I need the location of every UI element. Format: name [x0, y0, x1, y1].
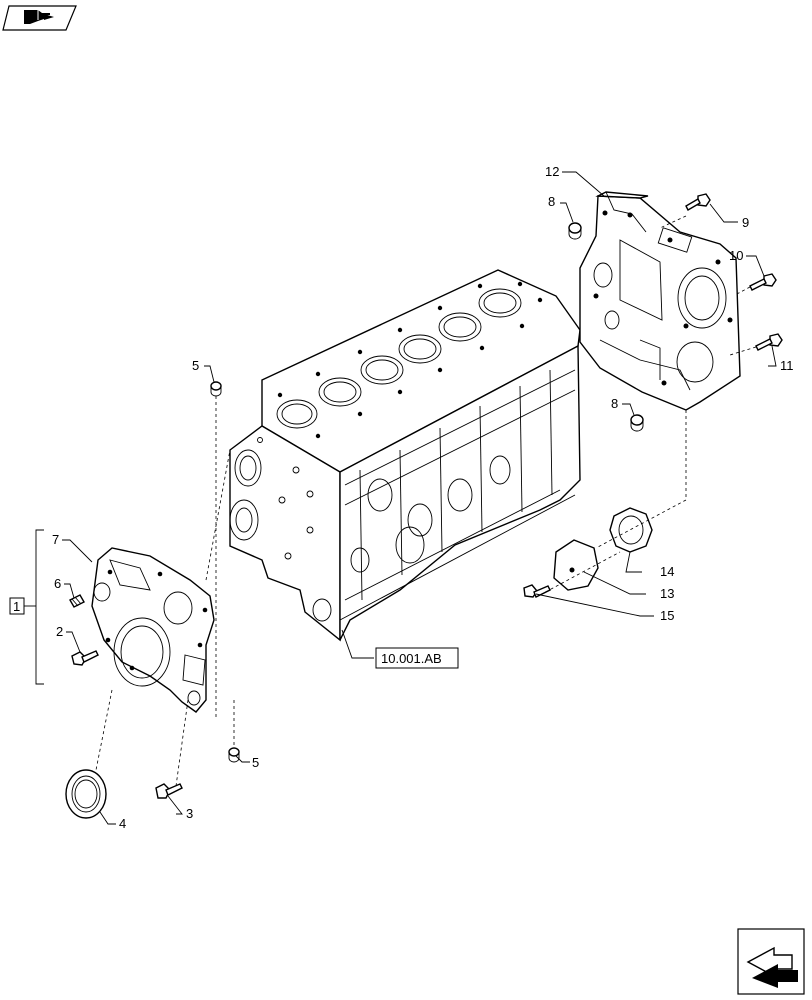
dowel-5-lower	[228, 747, 240, 763]
book-arrow-icon[interactable]	[0, 0, 80, 40]
bolt-2	[71, 650, 99, 666]
callout-2: 2	[56, 624, 63, 639]
bolt-3	[155, 783, 183, 799]
callout-5: 5	[192, 358, 199, 373]
front-seal	[65, 769, 107, 819]
callout-5: 5	[252, 755, 259, 770]
rear-gear-housing	[579, 191, 741, 411]
callout-11: 11	[780, 358, 794, 373]
callout-10: 10	[729, 248, 743, 263]
callout-13: 13	[660, 586, 674, 601]
leader-lines	[35, 171, 777, 825]
bolt-15	[523, 584, 551, 598]
callout-8: 8	[611, 396, 618, 411]
plug-8-upper	[568, 222, 582, 240]
callout-4: 4	[119, 816, 126, 831]
callout-7: 7	[52, 532, 59, 547]
alignment-lines	[95, 215, 757, 787]
bolt-11	[755, 333, 783, 351]
callout-15: 15	[660, 608, 674, 623]
callout-12: 12	[545, 164, 559, 179]
callout-3: 3	[186, 806, 193, 821]
stud-6	[69, 594, 85, 608]
group-label: 1	[13, 599, 20, 614]
engine-block	[229, 269, 581, 642]
gasket-14	[609, 507, 653, 553]
bolt-9	[685, 193, 711, 211]
front-timing-cover	[91, 547, 215, 713]
callout-numbers: 12 8 9 10 11 8 14 13 15 5 5 3 4 2 6 7	[52, 164, 794, 831]
bolt-10	[749, 273, 777, 291]
dowel-5-upper	[210, 381, 222, 397]
callout-14: 14	[660, 564, 674, 579]
plug-8-lower	[630, 414, 644, 432]
group-label-box: 1	[9, 597, 36, 615]
callout-9: 9	[742, 215, 749, 230]
cover-plate-13	[553, 539, 599, 591]
reference-label: 10.001.AB	[381, 651, 442, 666]
callout-8: 8	[548, 194, 555, 209]
callout-6: 6	[54, 576, 61, 591]
reference-label-box[interactable]: 10.001.AB	[375, 647, 459, 669]
